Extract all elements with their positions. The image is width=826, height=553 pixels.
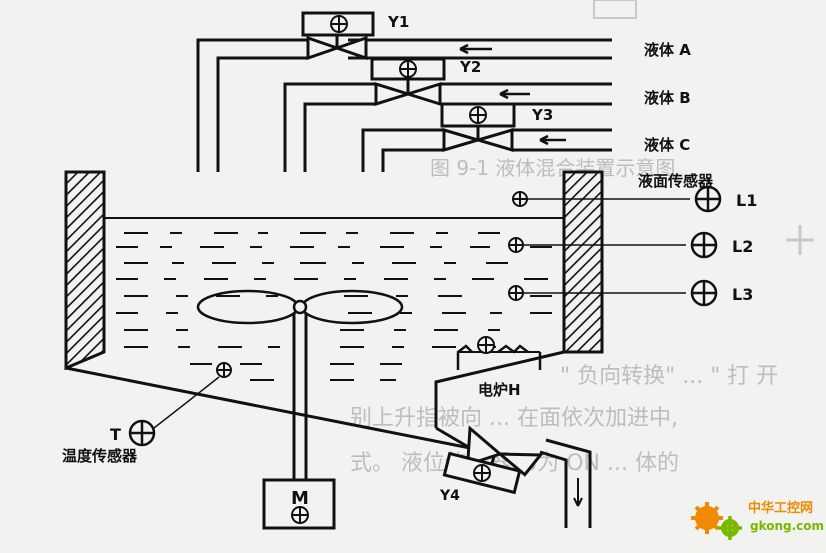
flow-arrows: [459, 43, 566, 146]
pipe-c: [361, 128, 612, 172]
level-sensor-title: 液面传感器: [638, 172, 714, 190]
tank: [64, 170, 604, 450]
valve-y3[interactable]: [440, 102, 516, 153]
level-sensor-l3[interactable]: [508, 279, 718, 307]
bg-text-line-3: 别上升指被向 ... 在面依次加进中,: [350, 406, 678, 431]
valve-y1[interactable]: [301, 11, 375, 61]
temperature-sensor[interactable]: [128, 362, 232, 447]
tank-bottom: [65, 366, 471, 450]
temp-sensor-tag: T: [110, 425, 121, 444]
watermark-logo: 中华工控网 gkong.com: [691, 500, 824, 540]
outlet-pipe: [435, 426, 592, 528]
level-sensor-l2[interactable]: [508, 231, 718, 259]
inlet-pipes: [196, 38, 612, 172]
flow-arrow-c: [539, 134, 566, 146]
agitator[interactable]: [196, 289, 404, 480]
liquid-c-label: 液体 C: [644, 136, 690, 154]
tank-right-wall: [562, 170, 604, 354]
valve-y2-label: Y2: [459, 58, 481, 76]
bg-text-line-1: 图 9-1 液体混合装置示意图: [430, 156, 675, 180]
bg-text-line-2: " 负向转换" ... " 打 开: [560, 364, 778, 389]
motor[interactable]: [262, 478, 336, 530]
gear-icon: [691, 502, 742, 540]
watermark-name: 中华工控网: [748, 500, 813, 516]
motor-label: M: [291, 488, 309, 509]
pipe-a: [196, 38, 612, 172]
valve-y1-label: Y1: [387, 13, 409, 31]
heater[interactable]: [456, 336, 542, 370]
temp-sensor-title: 温度传感器: [62, 447, 138, 465]
level-sensor-l1[interactable]: [512, 185, 722, 213]
valve-y4-label: Y4: [439, 488, 460, 504]
tank-left-wall: [64, 170, 106, 371]
liquid-b-label: 液体 B: [644, 89, 691, 107]
level-sensor-l2-label: L2: [732, 237, 753, 256]
heater-label: 电炉H: [478, 381, 521, 399]
level-sensor-l3-label: L3: [732, 285, 753, 304]
flow-arrow-b: [499, 88, 530, 100]
liquid-surface: [116, 232, 552, 381]
flow-arrow-a: [459, 43, 492, 55]
valve-y3-label: Y3: [531, 106, 553, 124]
pipe-b: [283, 82, 612, 172]
valve-y2[interactable]: [370, 57, 446, 107]
liquid-a-label: 液体 A: [644, 41, 691, 59]
watermark-url: gkong.com: [750, 519, 824, 533]
valve-y4[interactable]: [442, 425, 544, 495]
level-sensor-l1-label: L1: [736, 191, 757, 210]
